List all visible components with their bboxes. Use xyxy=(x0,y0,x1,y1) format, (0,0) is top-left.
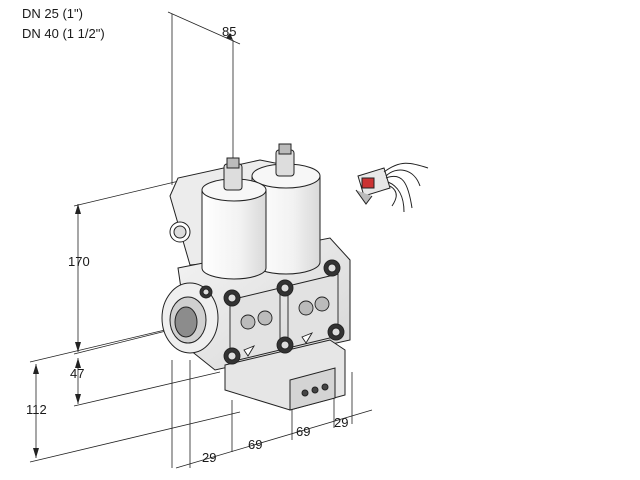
dimension-height-flange: 112 xyxy=(26,402,47,417)
dimension-module-width-2: 69 xyxy=(296,424,310,439)
nominal-size-label-1: DN 25 (1") xyxy=(22,6,83,21)
dimension-base-offset-left: 29 xyxy=(202,450,216,465)
dimension-height-lower: 47 xyxy=(70,366,84,381)
plug-connector xyxy=(355,162,429,213)
dimension-base-offset-right: 29 xyxy=(334,415,348,430)
dimension-module-width-1: 69 xyxy=(248,437,262,452)
solenoid-coil-rear xyxy=(251,143,321,275)
dimension-top-width: 85 xyxy=(222,24,236,39)
body-screws xyxy=(199,259,345,365)
dimension-height-total: 170 xyxy=(68,254,90,269)
nominal-size-label-2: DN 40 (1 1/2") xyxy=(22,26,105,41)
control-plates xyxy=(229,273,339,363)
solenoid-coil-front xyxy=(201,157,267,280)
dimension-arrows xyxy=(33,33,233,458)
